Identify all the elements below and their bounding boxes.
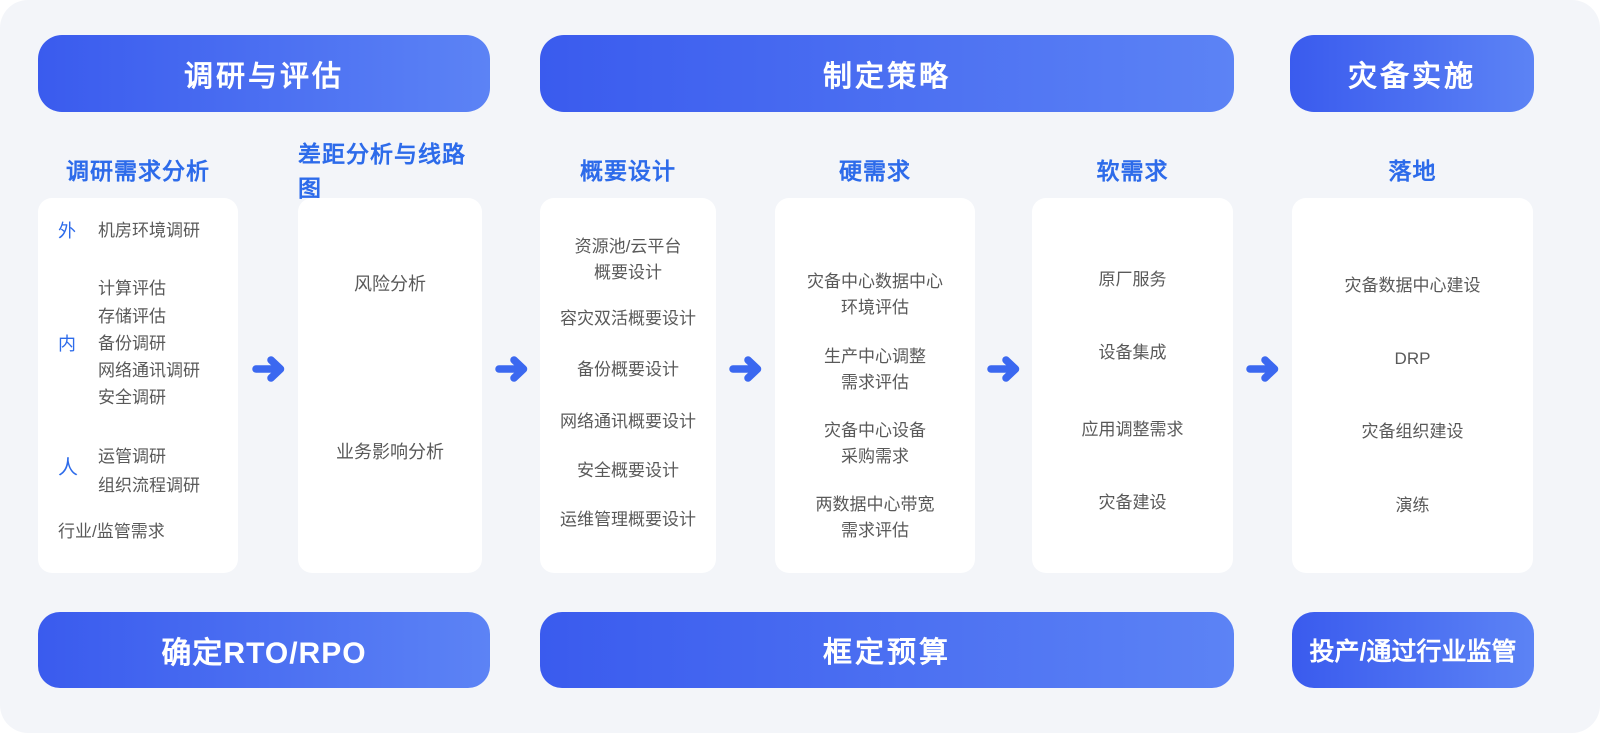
card-item: 容灾双活概要设计	[560, 309, 696, 328]
card-item: 采购需求	[841, 447, 909, 466]
phase-header-strategy: 制定策略	[540, 35, 1234, 112]
arrow-right-icon	[252, 356, 285, 382]
card-item: 安全调研	[98, 388, 166, 407]
card-landing: 灾备数据中心建设 DRP 灾备组织建设 演练	[1292, 198, 1533, 573]
card-item: 两数据中心带宽	[815, 495, 935, 514]
column-subtitle-soft-requirements: 软需求	[1096, 158, 1169, 184]
phase-footer-budget: 框定预算	[540, 612, 1234, 688]
column-subtitle-hard-requirements: 硬需求	[839, 158, 911, 184]
card-item: 运维管理概要设计	[560, 510, 696, 529]
card-research-needs: 外 机房环境调研 计算评估 存储评估 内 备份调研 网络通讯调研 安全调研 人 …	[38, 198, 238, 573]
card-item: 概要设计	[594, 263, 662, 282]
phase-header-research: 调研与评估	[38, 35, 490, 112]
card-item: 环境评估	[841, 298, 909, 317]
card-soft-requirements: 原厂服务 设备集成 应用调整需求 灾备建设	[1032, 198, 1233, 573]
card-item: 备份概要设计	[577, 360, 679, 379]
card-item: 需求评估	[841, 521, 909, 540]
card-item: 行业/监管需求	[58, 522, 165, 541]
column-subtitle-gap-analysis: 差距分析与线路图	[298, 141, 466, 201]
card-item: 网络通讯概要设计	[560, 412, 696, 431]
card-item: 生产中心调整	[824, 347, 926, 366]
phase-footer-rto-rpo: 确定RTO/RPO	[38, 612, 490, 688]
card-outline-design: 资源池/云平台 概要设计 容灾双活概要设计 备份概要设计 网络通讯概要设计 安全…	[540, 198, 716, 573]
card-item: 业务影响分析	[336, 442, 444, 462]
card-item: 需求评估	[841, 373, 909, 392]
card-item: 机房环境调研	[98, 221, 200, 240]
scope-marker-external: 外	[58, 221, 76, 241]
card-item: 灾备数据中心建设	[1344, 276, 1481, 295]
scope-marker-people: 人	[58, 457, 78, 479]
card-item: 计算评估	[98, 279, 166, 298]
card-item: DRP	[1394, 349, 1431, 368]
card-item: 存储评估	[98, 307, 166, 326]
arrow-right-icon	[729, 356, 762, 382]
scope-marker-internal: 内	[58, 334, 76, 354]
card-item: 资源池/云平台	[574, 237, 682, 256]
card-item: 灾备建设	[1098, 493, 1167, 512]
column-subtitle-landing: 落地	[1388, 158, 1437, 184]
card-item: 应用调整需求	[1081, 420, 1184, 439]
card-item: 网络通讯调研	[98, 361, 200, 380]
card-item: 备份调研	[98, 334, 166, 353]
card-item: 运管调研	[98, 447, 166, 466]
card-item: 灾备中心数据中心	[807, 272, 943, 291]
card-item: 灾备中心设备	[824, 421, 926, 440]
phase-footer-production: 投产/通过行业监管	[1292, 612, 1534, 688]
card-item: 原厂服务	[1098, 270, 1167, 289]
card-gap-analysis: 风险分析 业务影响分析	[298, 198, 482, 573]
card-item: 演练	[1395, 496, 1430, 515]
phase-header-implementation: 灾备实施	[1290, 35, 1534, 112]
arrow-right-icon	[987, 356, 1020, 382]
card-item: 风险分析	[354, 274, 426, 294]
arrow-right-icon	[1246, 356, 1279, 382]
card-item: 灾备组织建设	[1361, 422, 1464, 441]
arrow-right-icon	[495, 356, 528, 382]
card-hard-requirements: 灾备中心数据中心 环境评估 生产中心调整 需求评估 灾备中心设备 采购需求 两数…	[775, 198, 975, 573]
column-subtitle-research-needs: 调研需求分析	[66, 158, 210, 184]
column-subtitle-outline-design: 概要设计	[580, 158, 676, 184]
card-item: 安全概要设计	[577, 461, 679, 480]
card-item: 组织流程调研	[98, 476, 200, 495]
card-item: 设备集成	[1098, 343, 1167, 362]
